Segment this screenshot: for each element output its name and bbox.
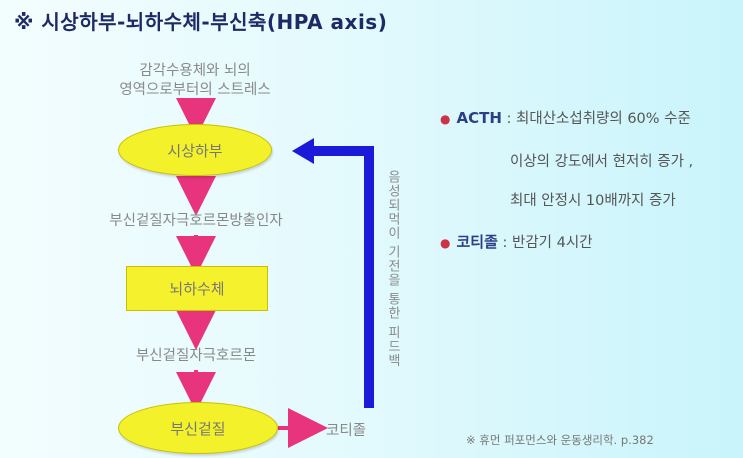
node-pituitary: 뇌하수체 <box>126 266 268 311</box>
note-cortisol: ●코티졸 : 반감기 4시간 <box>440 233 593 251</box>
arrow-negative-feedback <box>312 146 374 408</box>
node-adrenal: 부신겉질 <box>118 402 278 454</box>
label-cortisol: 코티졸 <box>326 423 367 439</box>
note-acth-line2: 이상의 강도에서 현저히 증가 , <box>510 154 694 170</box>
note-acth: ●ACTH : 최대산소섭취량의 60% 수준 <box>440 109 691 127</box>
arrow-negative-feedback-head <box>292 138 314 164</box>
stress-source-text: 감각수용체와 뇌의 영역으로부터의 스트레스 <box>119 63 271 98</box>
label-crh: 부신겉질자극호르몬방출인자 <box>109 213 283 229</box>
feedback-label: 음성되먹이 기전을 통한 피드백 <box>385 170 400 368</box>
bullet-icon: ● <box>440 112 451 126</box>
source-note: ※ 휴먼 퍼포먼스와 운동생리학. p.382 <box>466 433 654 447</box>
note-acth-line3: 최대 안정시 10배까지 증가 <box>510 193 676 209</box>
node-hypothalamus: 시상하부 <box>118 124 272 176</box>
page-title: ※ 시상하부-뇌하수체-부신축(HPA axis) <box>14 10 388 34</box>
bullet-icon: ● <box>440 236 451 250</box>
label-acth: 부신겉질자극호르몬 <box>135 348 257 364</box>
